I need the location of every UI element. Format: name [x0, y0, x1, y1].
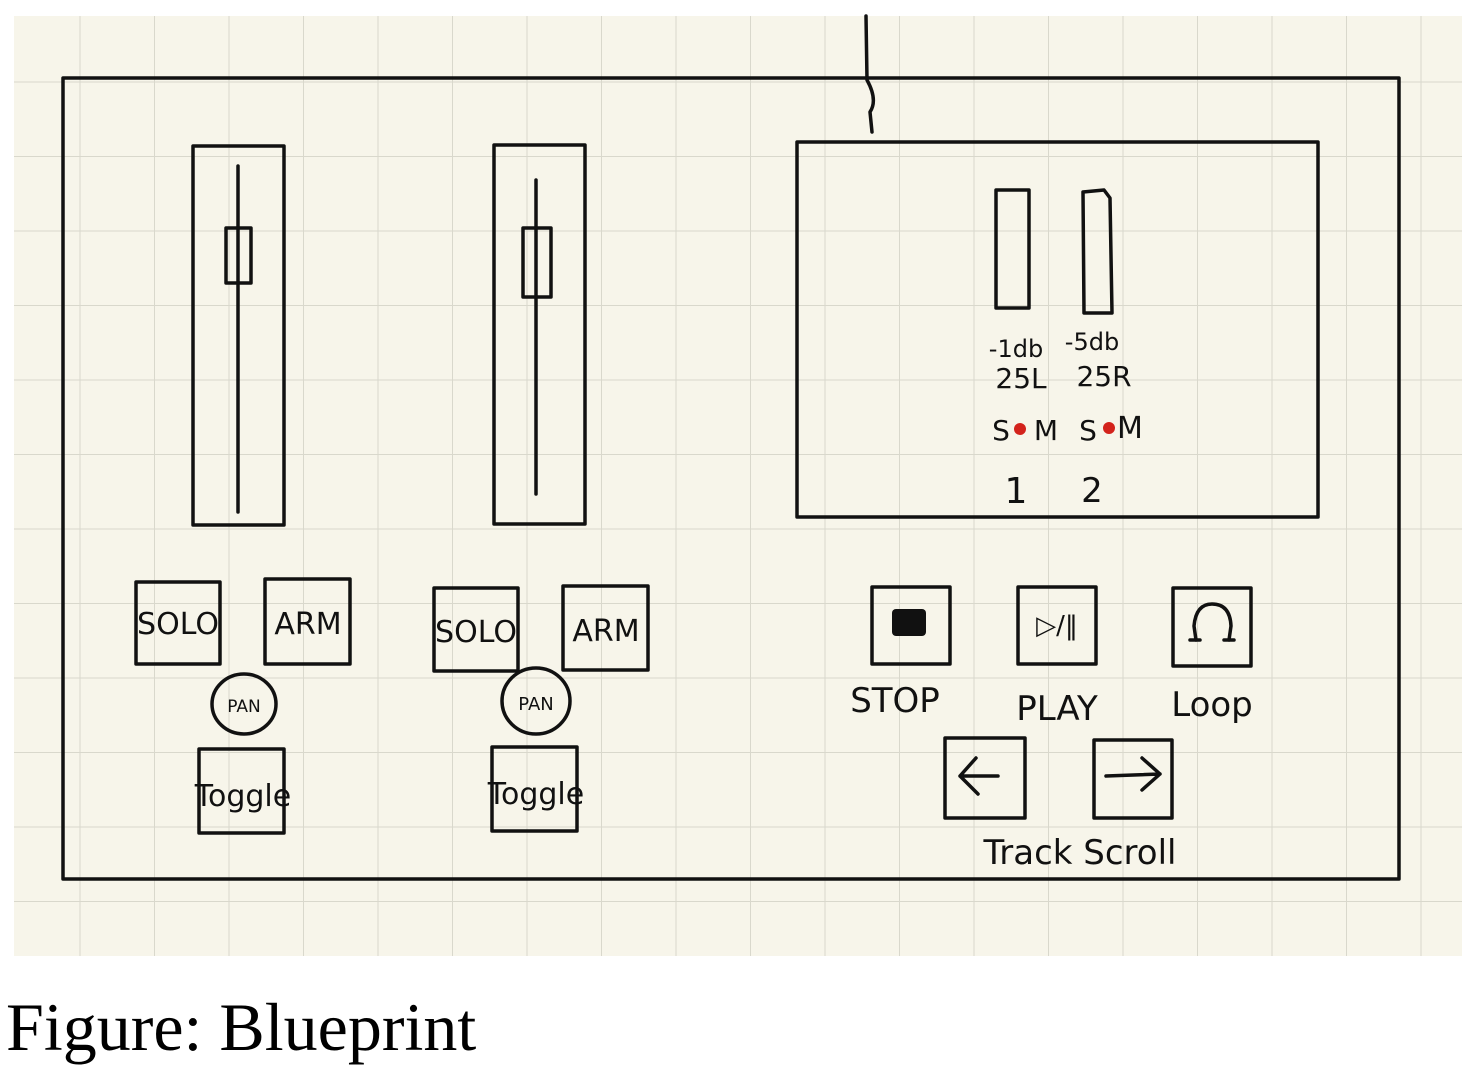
level-meter-1	[994, 188, 1031, 310]
solo-button-2[interactable]: SOLO	[432, 586, 520, 673]
pan-label-1: PAN	[227, 697, 261, 717]
track-2-number: 2	[1081, 471, 1103, 511]
cable-line	[864, 14, 876, 134]
solo-button-1[interactable]: SOLO	[134, 580, 222, 666]
arm-label-2: ARM	[572, 614, 639, 649]
toggle-button-1[interactable]: Toggle	[194, 747, 291, 835]
arm-button-1[interactable]: ARM	[263, 577, 352, 666]
display-screen: -1db -5db 25L 25R S M S M 1 2	[795, 140, 1320, 519]
track-1-mute-indicator: M	[1034, 414, 1058, 447]
track-scroll-left-button[interactable]	[943, 736, 1027, 820]
device-frame	[61, 76, 1401, 881]
fader-knob-1[interactable]	[224, 226, 253, 285]
track-2-solo-indicator: S	[1079, 414, 1097, 447]
track-1-db: -1db	[989, 335, 1043, 363]
pan-knob-1[interactable]: PAN	[210, 672, 278, 736]
solo-label-1: SOLO	[137, 607, 219, 642]
arm-label-1: ARM	[274, 607, 341, 642]
track-1-number: 1	[1005, 471, 1028, 512]
channel-strip-1: SOLO ARM PAN Toggle	[134, 144, 352, 835]
track-2-db: -5db	[1065, 328, 1119, 356]
stop-icon	[892, 609, 926, 636]
arrow-left-icon	[958, 756, 1000, 796]
play-button[interactable]: ▷/‖	[1016, 585, 1098, 666]
track-scroll-label: Track Scroll	[983, 833, 1177, 873]
track-1-solo-indicator: S	[992, 414, 1010, 447]
fader-knob-2[interactable]	[521, 226, 553, 299]
pan-label-2: PAN	[518, 694, 553, 715]
loop-label: Loop	[1171, 685, 1253, 725]
arrow-right-icon	[1104, 756, 1162, 792]
toggle-label-2: Toggle	[487, 777, 584, 812]
level-meter-2	[1081, 188, 1114, 315]
grid-paper	[14, 16, 1462, 956]
track-2-record-dot	[1103, 422, 1115, 434]
play-label: PLAY	[1016, 689, 1098, 729]
toggle-label-1: Toggle	[194, 779, 291, 814]
track-2-pan: 25R	[1076, 360, 1131, 393]
solo-label-2: SOLO	[435, 615, 517, 650]
play-pause-icon: ▷/‖	[1036, 611, 1078, 641]
toggle-button-2[interactable]: Toggle	[487, 745, 584, 833]
loop-button[interactable]	[1171, 586, 1253, 668]
figure-caption: Figure: Blueprint	[6, 989, 477, 1065]
track-1-record-dot	[1014, 423, 1026, 435]
loop-icon	[1192, 602, 1233, 642]
transport-controls: STOP ▷/‖ PLAY Loop Track Scroll	[850, 585, 1253, 873]
stop-label: STOP	[850, 681, 940, 721]
track-2-mute-indicator: M	[1117, 411, 1143, 446]
pan-knob-2[interactable]: PAN	[500, 666, 572, 736]
fader-track-1	[191, 144, 286, 527]
fader-track-2	[492, 143, 587, 526]
channel-strip-2: SOLO ARM PAN Toggle	[432, 143, 650, 833]
track-1-pan: 25L	[995, 362, 1047, 395]
arm-button-2[interactable]: ARM	[561, 584, 650, 672]
stop-button[interactable]	[870, 585, 952, 666]
track-scroll-right-button[interactable]	[1092, 738, 1174, 820]
